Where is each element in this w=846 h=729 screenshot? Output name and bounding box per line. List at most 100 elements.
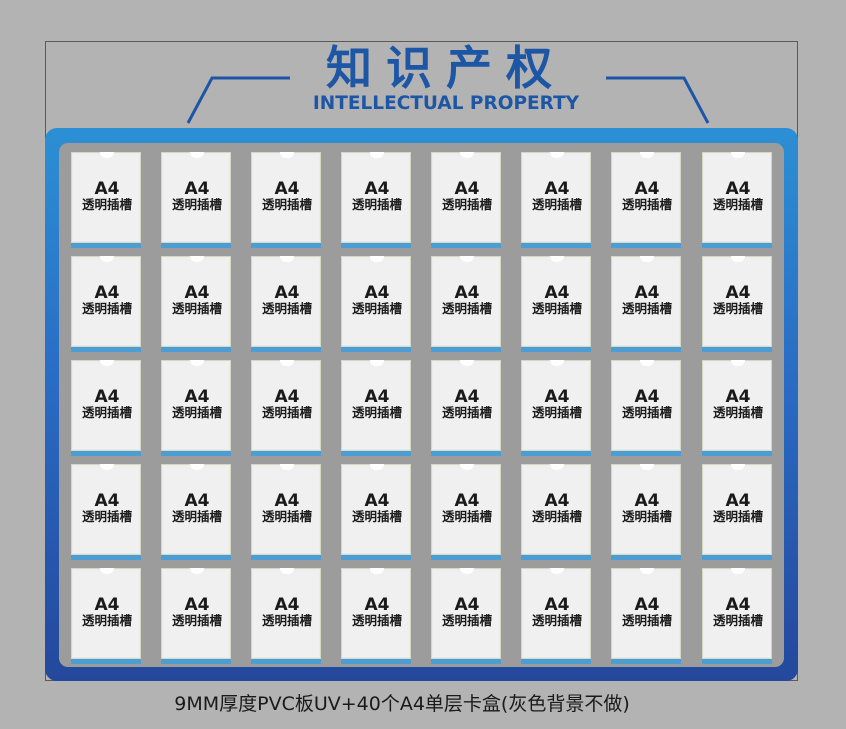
slot-description-label: 透明插槽: [351, 405, 402, 420]
slot-size-label: A4: [184, 491, 210, 511]
slot-notch: [100, 152, 114, 158]
board-title-chinese: 知识产权: [326, 41, 566, 95]
slot-base-strip: [341, 451, 411, 456]
slot-notch: [640, 464, 654, 470]
slot-description-label: 透明插槽: [81, 509, 132, 524]
slot-description-label: 透明插槽: [621, 509, 672, 524]
slot-notch: [100, 464, 114, 470]
slot-description-label: 透明插槽: [351, 301, 402, 316]
slot-base-strip: [611, 451, 681, 456]
slot-size-label: A4: [364, 283, 390, 303]
slot-size-label: A4: [184, 595, 210, 615]
slot-description-label: 透明插槽: [261, 509, 312, 524]
slot-description-label: 透明插槽: [171, 301, 222, 316]
slot-notch: [640, 256, 654, 262]
slot-size-label: A4: [725, 387, 751, 407]
slot-description-label: 透明插槽: [712, 613, 763, 628]
slot-description-label: 透明插槽: [621, 613, 672, 628]
slot-description-label: 透明插槽: [531, 613, 582, 628]
slot-description-label: 透明插槽: [351, 613, 402, 628]
slot-description-label: 透明插槽: [441, 613, 492, 628]
slot-description-label: 透明插槽: [81, 197, 132, 212]
slot-description-label: 透明插槽: [441, 509, 492, 524]
slot-base-strip: [251, 347, 321, 352]
board-title-english: INTELLECTUAL PROPERTY: [312, 93, 580, 114]
slot-notch: [190, 256, 204, 262]
slot-size-label: A4: [364, 387, 390, 407]
slot-base-strip: [611, 555, 681, 560]
slot-description-label: 透明插槽: [712, 301, 763, 316]
slot-size-label: A4: [454, 595, 480, 615]
slot-description-label: 透明插槽: [81, 613, 132, 628]
slot-base-strip: [431, 243, 501, 248]
product-caption: 9MM厚度PVC板UV+40个A4单层卡盒(灰色背景不做): [174, 693, 630, 715]
slot-base-strip: [71, 555, 141, 560]
slot-size-label: A4: [364, 491, 390, 511]
slot-size-label: A4: [274, 283, 300, 303]
slot-description-label: 透明插槽: [261, 613, 312, 628]
slot-base-strip: [702, 451, 772, 456]
slot-size-label: A4: [454, 179, 480, 199]
slot-base-strip: [71, 347, 141, 352]
slot-base-strip: [431, 451, 501, 456]
slot-base-strip: [431, 347, 501, 352]
slot-base-strip: [71, 659, 141, 664]
slot-size-label: A4: [544, 387, 570, 407]
slot-base-strip: [161, 555, 231, 560]
slot-description-label: 透明插槽: [261, 197, 312, 212]
slot-base-strip: [341, 659, 411, 664]
slot-description-label: 透明插槽: [81, 301, 132, 316]
slot-base-strip: [521, 659, 591, 664]
slot-size-label: A4: [725, 491, 751, 511]
slot-base-strip: [521, 347, 591, 352]
slot-notch: [190, 568, 204, 574]
slot-description-label: 透明插槽: [441, 405, 492, 420]
slot-description-label: 透明插槽: [261, 405, 312, 420]
slot-base-strip: [521, 451, 591, 456]
slot-base-strip: [251, 659, 321, 664]
slot-base-strip: [611, 243, 681, 248]
slot-size-label: A4: [184, 387, 210, 407]
slot-base-strip: [341, 555, 411, 560]
slot-description-label: 透明插槽: [441, 301, 492, 316]
slot-size-label: A4: [544, 491, 570, 511]
slot-notch: [100, 256, 114, 262]
slot-base-strip: [521, 555, 591, 560]
slot-notch: [280, 256, 294, 262]
slot-size-label: A4: [364, 179, 390, 199]
